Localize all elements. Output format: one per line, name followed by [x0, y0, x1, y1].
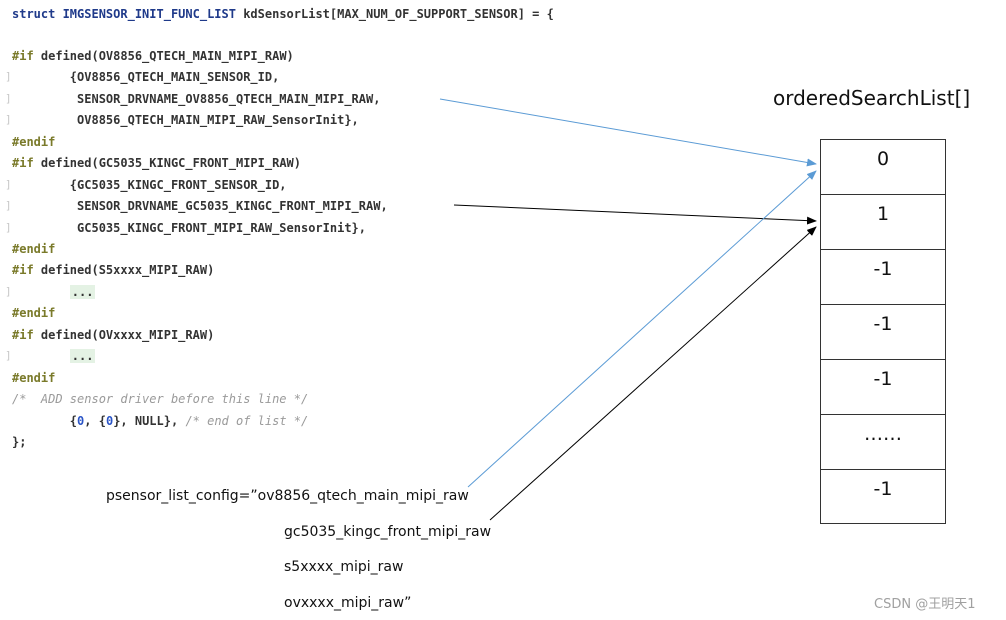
code-token: /* end of list */ — [185, 414, 309, 428]
code-token: 0 — [105, 414, 114, 428]
gutter-fold-marker: ] — [5, 178, 12, 191]
code-line: ... — [12, 284, 96, 300]
gutter-fold-marker: ] — [5, 285, 12, 298]
code-listing: struct IMGSENSOR_INIT_FUNC_LIST kdSensor… — [0, 0, 554, 460]
ordered-list-cell-5: …… — [820, 414, 946, 469]
code-token: #endif — [12, 306, 56, 320]
ordered-list-cell-1: 1 — [820, 194, 946, 249]
code-line: #endif — [12, 370, 55, 386]
code-token: #if — [12, 328, 34, 342]
code-line: /* ADD sensor driver before this line */ — [12, 391, 308, 407]
code-token: #endif — [12, 371, 56, 385]
ordered-list-cell-3: -1 — [820, 304, 946, 359]
code-token: GC5035_KINGC_FRONT_MIPI_RAW_SensorInit}, — [12, 221, 367, 235]
watermark: CSDN @王明天1 — [874, 597, 976, 612]
gutter-fold-marker: ] — [5, 70, 12, 83]
gutter-fold-marker: ] — [5, 113, 12, 126]
ordered-list-cell-0: 0 — [820, 139, 946, 194]
code-token: {OV8856_QTECH_MAIN_SENSOR_ID, — [12, 70, 280, 84]
code-line: SENSOR_DRVNAME_OV8856_QTECH_MAIN_MIPI_RA… — [12, 91, 380, 107]
arrow-config-ov8856-to-slot-0 — [467, 170, 817, 488]
gutter-fold-marker: ] — [5, 349, 12, 362]
code-line: #if defined(S5xxxx_MIPI_RAW) — [12, 262, 214, 278]
code-token: defined(OVxxxx_MIPI_RAW) — [33, 328, 215, 342]
code-line: SENSOR_DRVNAME_GC5035_KINGC_FRONT_MIPI_R… — [12, 198, 388, 214]
code-token: {GC5035_KINGC_FRONT_SENSOR_ID, — [12, 178, 287, 192]
code-token: SENSOR_DRVNAME_GC5035_KINGC_FRONT_MIPI_R… — [12, 199, 388, 213]
code-line: #if defined(GC5035_KINGC_FRONT_MIPI_RAW) — [12, 155, 301, 171]
code-token: }; — [12, 435, 27, 449]
arrow-ov8856-to-slot-0 — [439, 98, 817, 167]
ordered-search-list-title: orderedSearchList[] — [773, 86, 971, 110]
ordered-list-cell-4: -1 — [820, 359, 946, 414]
code-line: ... — [12, 348, 96, 364]
code-token: ... — [69, 349, 96, 363]
code-line: #endif — [12, 305, 55, 321]
code-token: #if — [12, 156, 34, 170]
code-token: /* ADD sensor driver before this line */ — [12, 392, 309, 406]
config-line-3: s5xxxx_mipi_raw — [284, 559, 404, 575]
arrow-gc5035-to-slot-1 — [453, 204, 817, 225]
code-token: kdSensorList[MAX_NUM_OF_SUPPORT_SENSOR] … — [235, 7, 554, 21]
gutter-fold-marker: ] — [5, 221, 12, 234]
code-line: struct IMGSENSOR_INIT_FUNC_LIST kdSensor… — [12, 6, 554, 22]
code-line: #if defined(OVxxxx_MIPI_RAW) — [12, 327, 214, 343]
code-token: , { — [84, 414, 106, 428]
code-token: OV8856_QTECH_MAIN_MIPI_RAW_SensorInit}, — [12, 113, 359, 127]
code-token: }, NULL}, — [113, 414, 186, 428]
code-token: defined(S5xxxx_MIPI_RAW) — [33, 263, 215, 277]
code-token: 0 — [77, 414, 85, 428]
config-line-1: psensor_list_config=”ov8856_qtech_main_m… — [106, 488, 469, 504]
code-token: { — [12, 414, 78, 428]
code-line: #endif — [12, 241, 55, 257]
code-token: #endif — [12, 242, 56, 256]
code-token: defined(GC5035_KINGC_FRONT_MIPI_RAW) — [33, 156, 301, 170]
code-token: #endif — [12, 135, 56, 149]
code-line: GC5035_KINGC_FRONT_MIPI_RAW_SensorInit}, — [12, 220, 366, 236]
code-token: #if — [12, 263, 34, 277]
ordered-list-cell-2: -1 — [820, 249, 946, 304]
code-token: ... — [69, 285, 96, 299]
ordered-list-cell-6: -1 — [820, 469, 946, 524]
gutter-fold-marker: ] — [5, 199, 12, 212]
code-line: OV8856_QTECH_MAIN_MIPI_RAW_SensorInit}, — [12, 112, 359, 128]
code-line: }; — [12, 434, 26, 450]
code-line: {OV8856_QTECH_MAIN_SENSOR_ID, — [12, 69, 280, 85]
config-line-4: ovxxxx_mipi_raw” — [284, 595, 412, 611]
code-line: {0, {0}, NULL}, /* end of list */ — [12, 413, 308, 429]
gutter-fold-marker: ] — [5, 92, 12, 105]
config-line-2: gc5035_kingc_front_mipi_raw — [284, 524, 492, 540]
code-token: defined(OV8856_QTECH_MAIN_MIPI_RAW) — [33, 49, 294, 63]
code-token: #if — [12, 49, 34, 63]
arrow-config-gc5035-to-slot-1 — [489, 226, 817, 521]
code-token: SENSOR_DRVNAME_OV8856_QTECH_MAIN_MIPI_RA… — [12, 92, 381, 106]
code-token: struct IMGSENSOR_INIT_FUNC_LIST — [12, 7, 236, 21]
code-line: {GC5035_KINGC_FRONT_SENSOR_ID, — [12, 177, 287, 193]
code-line: #if defined(OV8856_QTECH_MAIN_MIPI_RAW) — [12, 48, 294, 64]
code-line: #endif — [12, 134, 55, 150]
